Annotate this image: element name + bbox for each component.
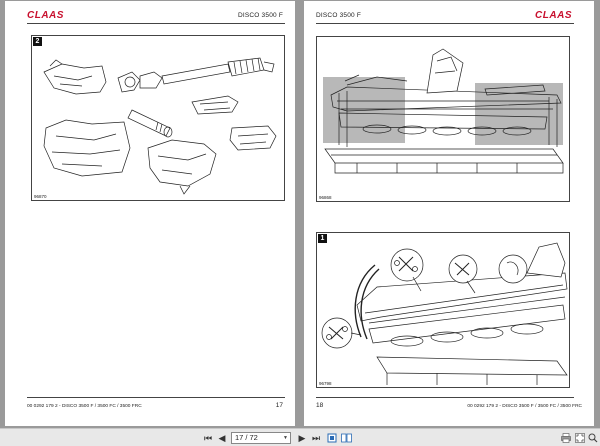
footer-doc-number: 00 0292 179 2 - DISCO 3500 F / 3500 FC /… — [467, 404, 582, 409]
two-page-icon[interactable] — [340, 432, 352, 444]
figure-frame-bottom: 1 — [316, 232, 570, 388]
figure-badge: 2 — [33, 37, 42, 46]
claas-logo: CLAAS — [27, 10, 64, 21]
last-page-icon[interactable]: ⏭ — [311, 433, 321, 443]
figure-badge: 1 — [318, 234, 327, 243]
strap-removal-illustration — [321, 242, 568, 385]
header-model: DISCO 3500 F — [237, 12, 283, 19]
search-icon[interactable] — [587, 432, 599, 444]
footer-rule — [27, 397, 285, 398]
current-page: 17 — [235, 433, 244, 442]
figure-id-top: 96868 — [319, 195, 332, 200]
page-separator: / — [245, 433, 248, 442]
footer-doc-number: 00 0292 179 2 - DISCO 3500 F / 3500 FC /… — [27, 404, 142, 409]
total-pages: 72 — [249, 433, 258, 442]
header-rule — [27, 23, 285, 24]
page-number: 17 — [275, 402, 283, 409]
print-icon[interactable] — [560, 432, 572, 444]
figure-id: 96870 — [34, 194, 47, 199]
next-page-icon[interactable]: ▶ — [298, 433, 306, 443]
page-17: CLAAS DISCO 3500 F 2 — [5, 1, 295, 426]
footer-rule — [316, 397, 574, 398]
header-model: DISCO 3500 F — [316, 12, 362, 19]
parts-illustration — [43, 57, 277, 195]
page-number: 18 — [316, 402, 324, 409]
figure-id-bottom: 96798 — [319, 381, 332, 386]
previous-page-icon[interactable]: ◀ — [218, 433, 226, 443]
chevron-down-icon: ▼ — [283, 435, 288, 441]
fullscreen-icon[interactable] — [574, 432, 586, 444]
first-page-icon[interactable]: ⏮ — [203, 433, 213, 443]
figure-frame-top: 96868 — [316, 36, 570, 202]
viewer-toolbar: ⏮ ◀ 17/72 ▼ ▶ ⏭ — [0, 428, 600, 446]
claas-logo: CLAAS — [535, 10, 572, 21]
figure-frame: 2 — [31, 35, 285, 201]
mower-transport-illustration — [323, 48, 564, 174]
header-rule — [316, 23, 574, 24]
page-18: DISCO 3500 F CLAAS — [304, 1, 594, 426]
page-number-input[interactable]: 17/72 ▼ — [231, 432, 291, 444]
fit-page-icon[interactable] — [326, 432, 338, 444]
